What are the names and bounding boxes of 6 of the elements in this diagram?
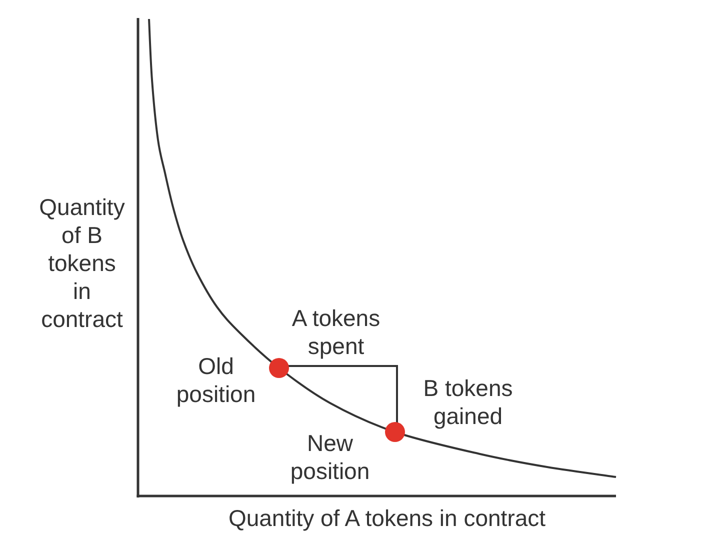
measure-label: A tokens spent [290,304,382,360]
measure-label: B tokens gained [422,374,514,430]
point-label: New position [289,429,371,485]
point-label: Old position [175,352,257,408]
axis-label: Quantity of A tokens in contract [228,504,546,532]
axis-label: Quantity of B tokens in contract [38,193,126,333]
